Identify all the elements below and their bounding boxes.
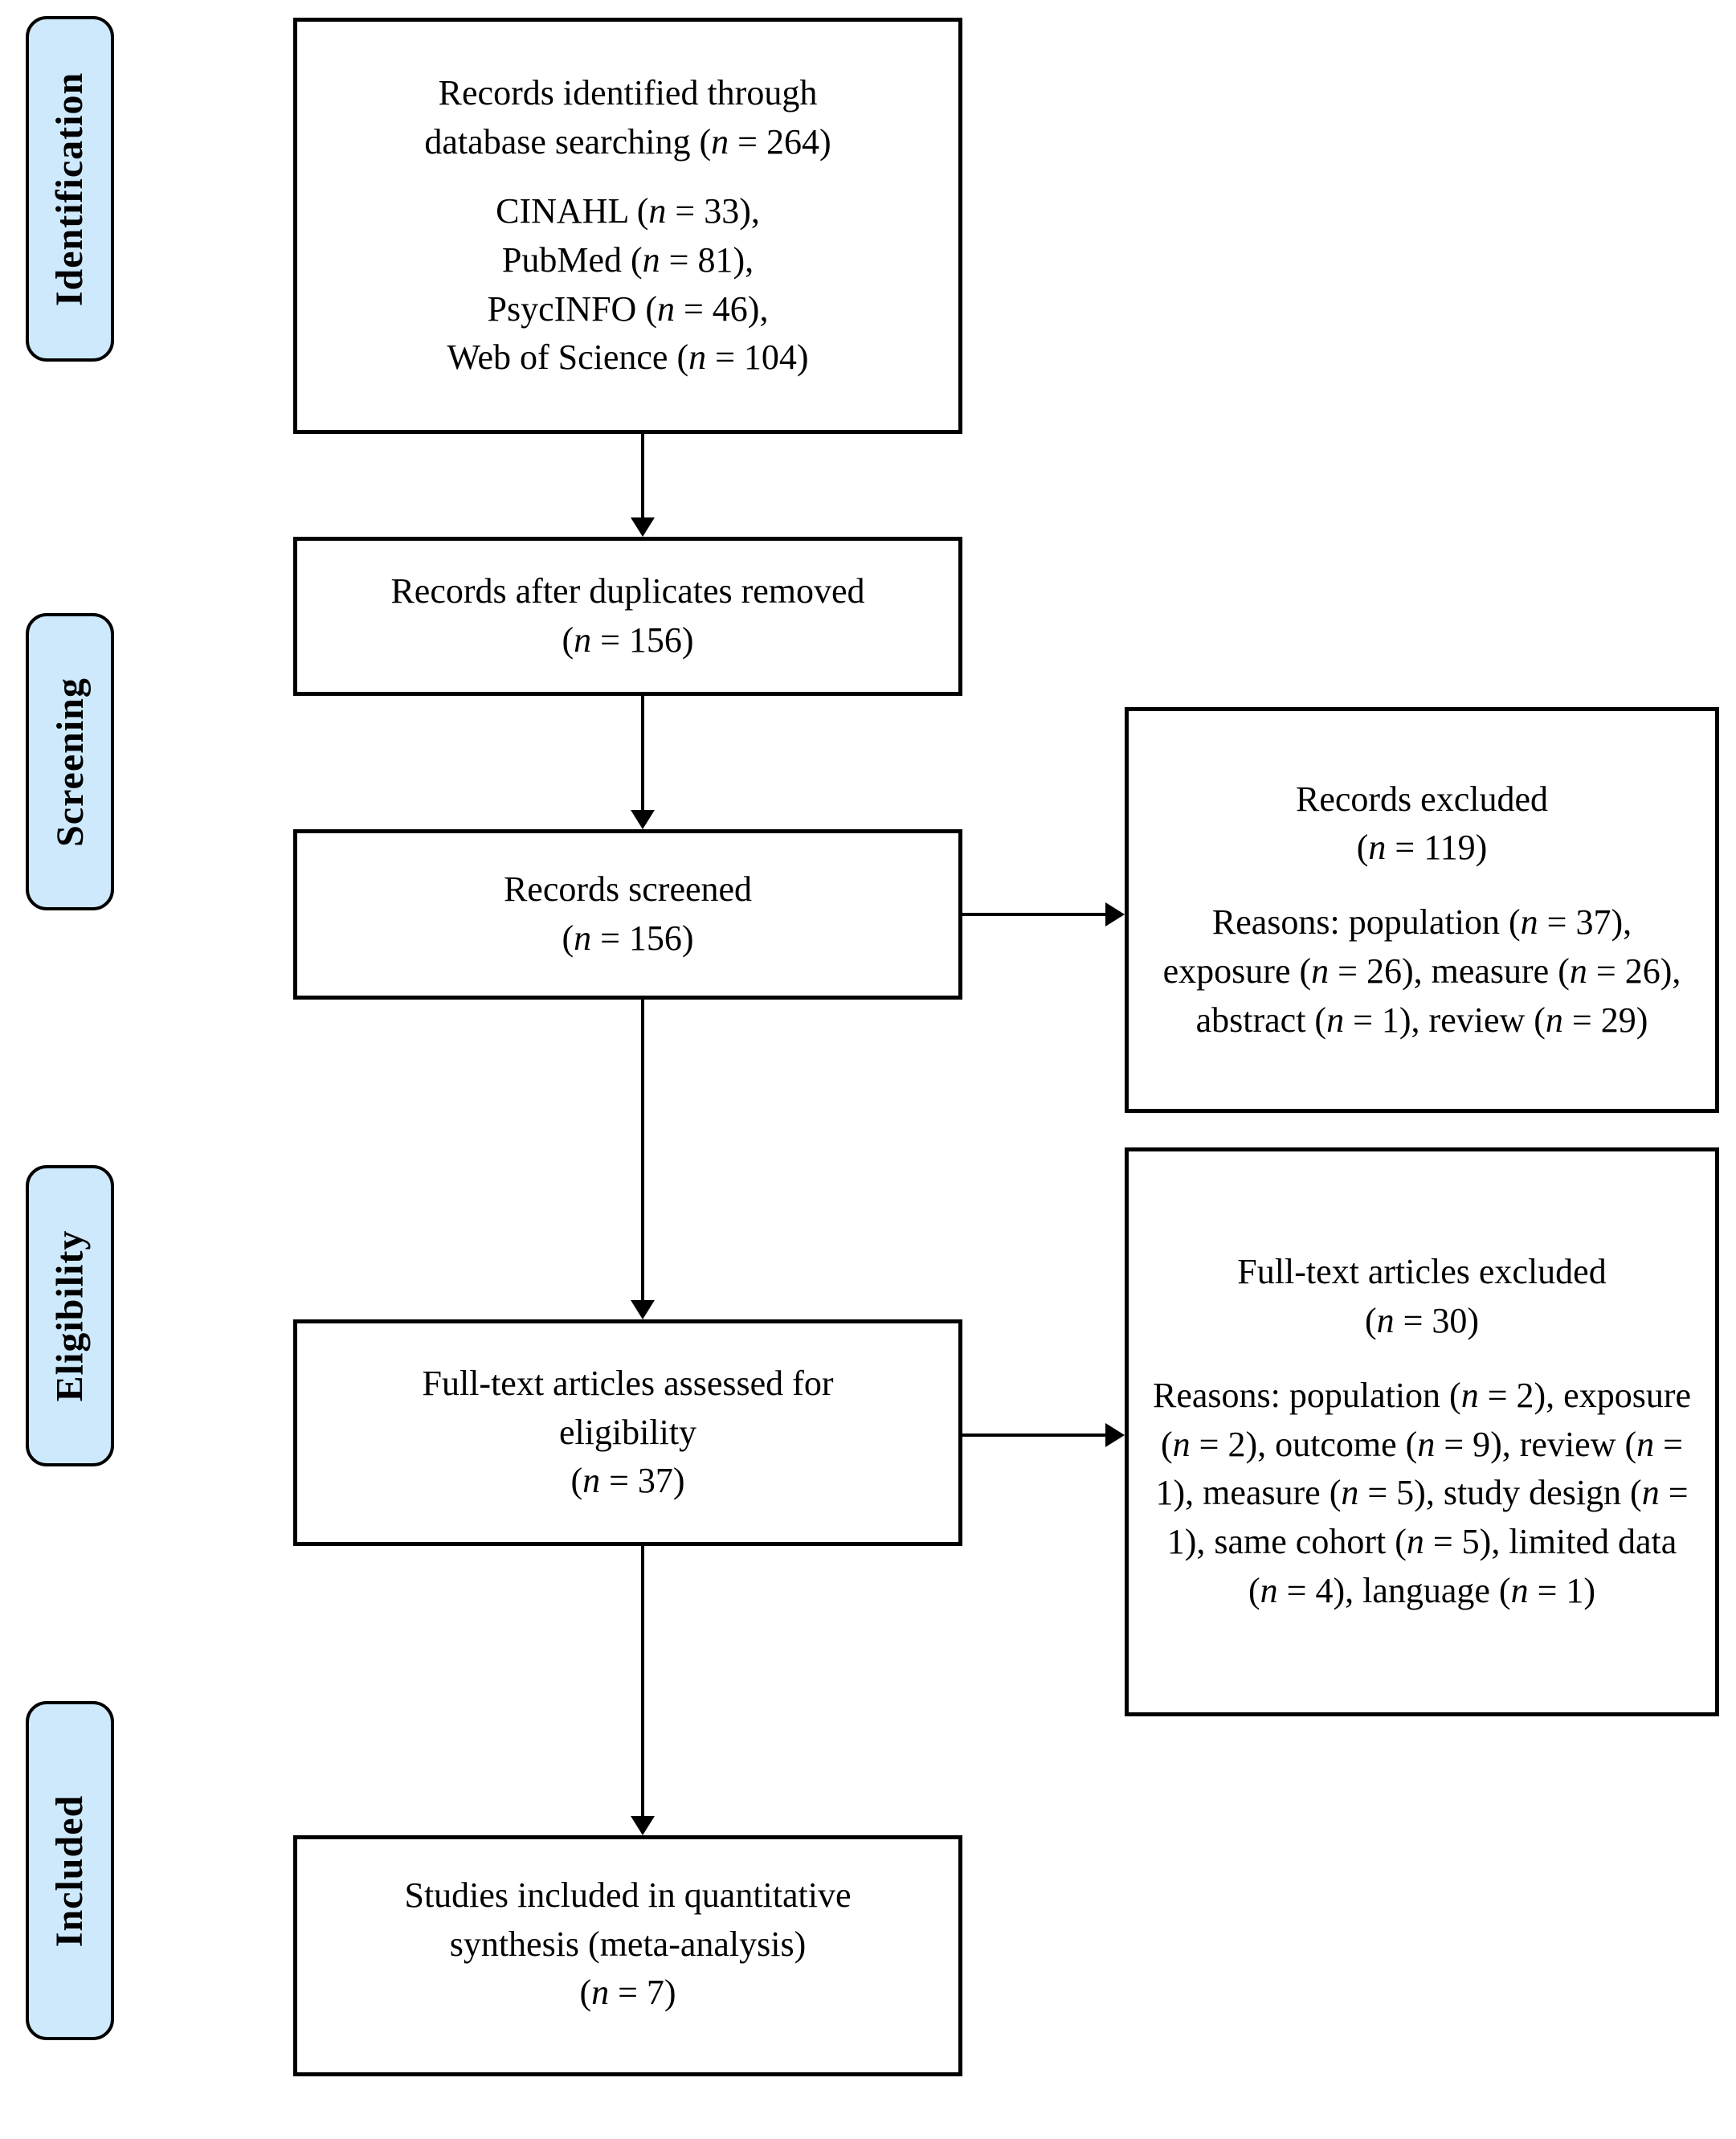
box-line: database searching (n = 264) xyxy=(424,121,831,162)
box-records-excluded: Records excluded (n = 119) Reasons: popu… xyxy=(1125,707,1719,1113)
box-duplicates-removed: Records after duplicates removed (n = 15… xyxy=(293,537,962,696)
stage-eligibility: Eligibility xyxy=(26,1165,114,1466)
box-line: eligibility xyxy=(558,1412,697,1452)
box-line: Studies included in quantitative xyxy=(404,1875,852,1915)
box-line: (n = 37) xyxy=(570,1461,685,1501)
box-line: (n = 156) xyxy=(562,620,694,660)
exclusion-reasons: Reasons: population (n = 37), exposure (… xyxy=(1162,902,1681,1040)
box-studies-included: Studies included in quantitative synthes… xyxy=(293,1835,962,2076)
box-line: Full-text articles assessed for xyxy=(422,1363,834,1403)
stage-screening-label: Screening xyxy=(48,677,92,847)
box-line: CINAHL (n = 33), xyxy=(496,191,760,231)
box-line: Records excluded xyxy=(1296,779,1548,819)
box-line: (n = 7) xyxy=(579,1973,676,2013)
database-source-list: CINAHL (n = 33), PubMed (n = 81), PsycIN… xyxy=(447,187,808,382)
stage-included: Included xyxy=(26,1701,114,2040)
box-records-identified: Records identified through database sear… xyxy=(293,18,962,434)
box-line: PsycINFO (n = 46), xyxy=(487,288,769,329)
box-line: Records screened xyxy=(503,869,753,910)
arrow-fulltext-to-fulltext-excluded xyxy=(962,1421,1125,1449)
box-line: synthesis (meta-analysis) xyxy=(449,1924,807,1964)
arrow-fulltext-to-included xyxy=(630,1546,656,1835)
box-line: (n = 30) xyxy=(1364,1301,1480,1341)
box-fulltext-excluded: Full-text articles excluded (n = 30) Rea… xyxy=(1125,1147,1719,1716)
stage-identification: Identification xyxy=(26,16,114,362)
box-records-screened: Records screened (n = 156) xyxy=(293,829,962,1000)
stage-identification-label: Identification xyxy=(48,72,92,306)
arrow-identified-to-deduplicated xyxy=(630,434,656,537)
box-line: Full-text articles excluded xyxy=(1237,1252,1607,1292)
box-line: (n = 119) xyxy=(1356,828,1488,868)
box-line: PubMed (n = 81), xyxy=(501,240,754,280)
arrow-screened-to-records-excluded xyxy=(962,901,1125,928)
box-line: Records after duplicates removed xyxy=(390,571,865,611)
arrow-deduplicated-to-screened xyxy=(630,696,656,829)
arrow-screened-to-fulltext xyxy=(630,1000,656,1319)
box-line: Web of Science (n = 104) xyxy=(447,337,809,378)
stage-screening: Screening xyxy=(26,613,114,910)
stage-included-label: Included xyxy=(48,1794,92,1947)
box-line: (n = 156) xyxy=(562,918,694,958)
exclusion-reasons: Reasons: population (n = 2), exposure (n… xyxy=(1152,1375,1692,1610)
box-fulltext-assessed: Full-text articles assessed for eligibil… xyxy=(293,1319,962,1546)
stage-eligibility-label: Eligibility xyxy=(48,1229,92,1402)
box-line: Records identified through xyxy=(438,72,818,112)
